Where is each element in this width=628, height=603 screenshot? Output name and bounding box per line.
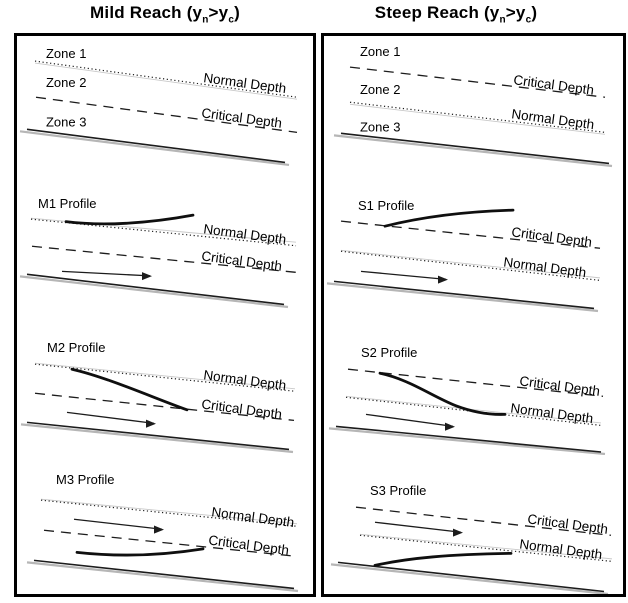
- zone2-label: Zone 2: [46, 75, 86, 90]
- normal-depth-line: [345, 396, 602, 426]
- channel-bed-line: [33, 559, 295, 589]
- mild-title-text: Mild Reach (y: [90, 3, 203, 22]
- s1-profile-label: S1 Profile: [358, 198, 414, 213]
- critical-depth-label: Critical Depth: [513, 72, 595, 98]
- m3-profile-label: M3 Profile: [56, 472, 114, 487]
- m3-water-surface-curve: [75, 546, 205, 556]
- normal-depth-line-echo: [340, 249, 601, 278]
- channel-bed-shadow: [19, 130, 290, 167]
- channel-bed-shadow: [19, 274, 289, 308]
- critical-depth-line: [35, 96, 298, 133]
- mild-reach-title: Mild Reach (yn>yc): [14, 3, 316, 25]
- channel-bed-line: [26, 421, 290, 451]
- critical-depth-label: Critical Depth: [511, 224, 593, 250]
- steep-title-sub-n: n: [499, 14, 506, 26]
- normal-depth-label: Normal Depth: [203, 367, 287, 393]
- m1-water-surface-curve: [64, 213, 195, 225]
- normal-depth-line-echo: [349, 103, 606, 135]
- zone2-label: Zone 2: [360, 82, 400, 97]
- channel-bed-line: [26, 128, 286, 164]
- mild-title-mid: >y: [208, 3, 229, 22]
- zone3-label: Zone 3: [46, 114, 86, 129]
- flow-direction-arrow: [374, 521, 463, 537]
- flow-direction-arrow: [360, 270, 448, 284]
- normal-depth-line-echo: [34, 62, 298, 100]
- critical-depth-label: Critical Depth: [519, 373, 601, 399]
- critical-depth-line: [349, 66, 606, 98]
- mild-title-sub-c: c: [228, 14, 235, 26]
- mild-title-post: ): [234, 3, 240, 22]
- channel-bed-shadow: [326, 281, 599, 312]
- channel-bed-line: [26, 273, 285, 305]
- normal-depth-label: Normal Depth: [503, 254, 587, 280]
- m2-profile-panel: M2 Profile Normal Depth Critical Depth: [17, 315, 313, 455]
- m2-water-surface-curve: [70, 367, 189, 412]
- channel-bed-line: [337, 561, 605, 592]
- normal-depth-line-echo: [34, 362, 296, 390]
- steep-title-text: Steep Reach (y: [374, 3, 500, 22]
- normal-depth-line: [30, 218, 297, 246]
- normal-depth-label: Normal Depth: [510, 400, 594, 426]
- normal-depth-line: [349, 101, 606, 133]
- s2-water-surface-curve: [378, 371, 507, 416]
- m1-profile-label: M1 Profile: [38, 196, 96, 211]
- normal-depth-label: Normal Depth: [519, 536, 603, 562]
- flow-direction-arrow: [61, 270, 152, 280]
- m2-profile-label: M2 Profile: [47, 340, 105, 355]
- flow-direction-arrow: [365, 413, 455, 431]
- steep-title-sub-c: c: [525, 14, 532, 26]
- critical-depth-line: [355, 506, 612, 536]
- channel-bed-shadow: [330, 562, 609, 594]
- s2-profile-panel: S2 Profile Critical Depth Normal Depth: [324, 315, 623, 455]
- s3-profile-panel: S3 Profile Critical Depth Normal Depth: [324, 455, 623, 594]
- m3-profile-panel: M3 Profile Normal Depth Critical Depth: [17, 455, 313, 595]
- zone1-label: Zone 1: [46, 46, 86, 61]
- mild-title-sub-n: n: [202, 14, 209, 26]
- zone1-label: Zone 1: [360, 44, 400, 59]
- normal-depth-line-echo: [345, 395, 602, 424]
- steep-reach-title: Steep Reach (yn>yc): [322, 3, 590, 25]
- s3-water-surface-curve: [373, 551, 513, 567]
- critical-depth-label: Critical Depth: [208, 532, 290, 558]
- critical-depth-line: [43, 529, 298, 557]
- normal-depth-line: [40, 499, 298, 527]
- channel-bed-shadow: [328, 427, 606, 455]
- s1-profile-panel: S1 Profile Critical Depth Normal Depth: [324, 176, 623, 316]
- channel-bed-shadow: [20, 423, 294, 454]
- critical-depth-label: Critical Depth: [201, 396, 283, 422]
- normal-depth-label: Normal Depth: [203, 221, 287, 247]
- normal-depth-line: [340, 250, 601, 281]
- critical-depth-line: [31, 245, 297, 273]
- normal-depth-line-echo: [40, 498, 298, 524]
- steep-zones-panel: Zone 1 Zone 2 Zone 3 Critical Depth Norm…: [324, 36, 623, 176]
- channel-bed-line: [340, 132, 610, 165]
- s2-profile-label: S2 Profile: [361, 345, 417, 360]
- normal-depth-label: Normal Depth: [211, 504, 295, 530]
- channel-bed-line: [335, 425, 602, 453]
- s1-water-surface-curve: [383, 208, 515, 228]
- m1-profile-panel: M1 Profile Normal Depth Critical Depth: [17, 176, 313, 316]
- critical-depth-label: Critical Depth: [527, 511, 609, 537]
- s3-profile-label: S3 Profile: [370, 483, 426, 498]
- zone3-label: Zone 3: [360, 119, 400, 134]
- steep-title-mid: >y: [505, 3, 526, 22]
- normal-depth-line: [359, 534, 613, 562]
- critical-depth-line: [34, 392, 295, 422]
- steep-title-post: ): [531, 3, 538, 22]
- channel-bed-shadow: [333, 134, 613, 168]
- critical-depth-line: [347, 368, 604, 397]
- critical-depth-label: Critical Depth: [201, 248, 283, 274]
- normal-depth-line-echo: [359, 533, 613, 559]
- critical-depth-label: Critical Depth: [201, 105, 283, 131]
- channel-bed-shadow: [26, 560, 299, 592]
- flow-direction-arrow: [73, 518, 164, 534]
- mild-reach-box: Zone 1 Zone 2 Zone 3 Normal Depth Critic…: [14, 33, 316, 597]
- flow-direction-arrow: [66, 411, 156, 428]
- mild-zones-panel: Zone 1 Zone 2 Zone 3 Normal Depth Critic…: [17, 36, 313, 176]
- channel-bed-line: [333, 280, 595, 309]
- steep-reach-box: Zone 1 Zone 2 Zone 3 Critical Depth Norm…: [321, 33, 626, 597]
